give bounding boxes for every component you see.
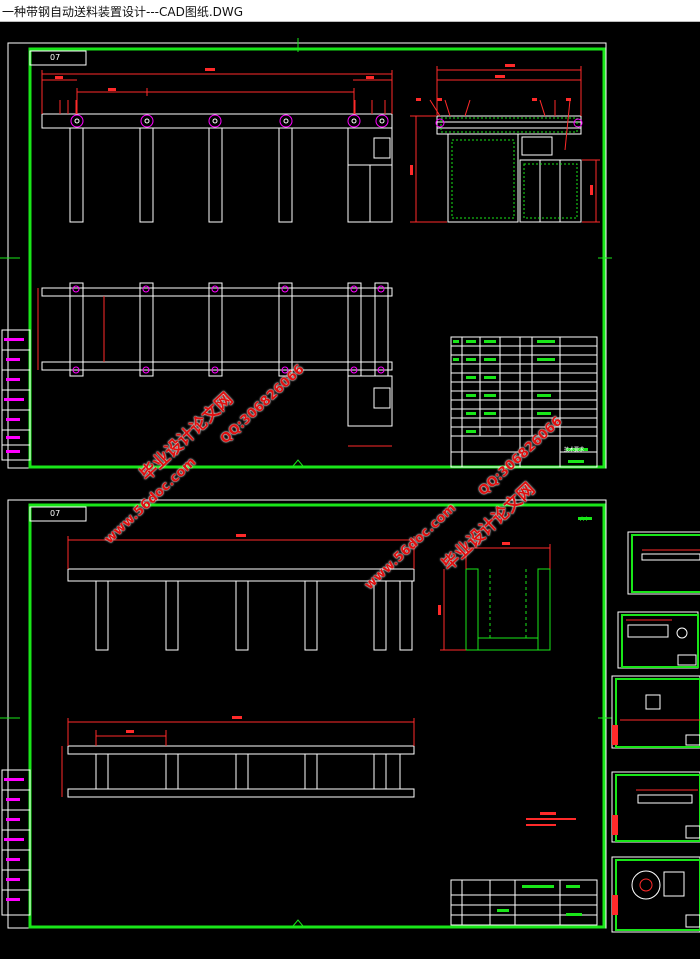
side-view-hidden <box>440 117 578 219</box>
top-view <box>41 282 393 427</box>
front-view <box>41 113 393 223</box>
sheet-top-frame <box>28 47 606 469</box>
window-title: 一种带钢自动送料装置设计---CAD图纸.DWG <box>2 5 244 19</box>
frame-top-view <box>67 745 415 798</box>
front-view-dimensions <box>41 70 393 114</box>
thumbnail-sheets <box>611 531 700 933</box>
sheet-top-notes-title: 技术要求 <box>564 447 585 453</box>
side-view <box>436 115 582 223</box>
frame-front-view <box>67 568 415 651</box>
sheet-top-side-table <box>1 329 31 461</box>
frame-side-view <box>465 568 551 651</box>
cad-drawing-canvas[interactable]: 07 技术要求 07 A4 毕业设计论文网 www.56doc.com QQ:3… <box>0 22 700 959</box>
cad-drawing <box>0 38 700 933</box>
sheet-bottom-title-block <box>450 879 598 926</box>
sheet-bottom-notes <box>526 812 576 826</box>
thumbnail-sheet-5 <box>611 856 700 933</box>
sheet-bottom-frame <box>28 503 606 929</box>
sheet-top-label-box <box>29 50 87 66</box>
sheet-top <box>0 38 612 469</box>
window-titlebar: 一种带钢自动送料装置设计---CAD图纸.DWG <box>0 0 700 22</box>
sheet-bottom-outer-border <box>7 499 607 929</box>
side-view-dimensions <box>410 66 600 223</box>
sheet-bottom-corner: A4 <box>580 516 588 523</box>
thumbnail-sheet-4 <box>611 771 700 843</box>
sheet-bottom-label-box <box>29 506 87 522</box>
sheet-top-outer-border <box>7 42 607 469</box>
sheet-top-label: 07 <box>50 53 61 62</box>
thumbnail-sheet-2 <box>617 611 699 669</box>
front-view-rollers <box>70 114 389 128</box>
sheet-top-parts-list <box>450 336 598 468</box>
sheet-bottom <box>0 499 612 929</box>
thumbnail-sheet-3 <box>611 675 700 749</box>
sheet-bottom-label: 07 <box>50 509 61 518</box>
thumbnail-sheet-1 <box>627 531 700 595</box>
